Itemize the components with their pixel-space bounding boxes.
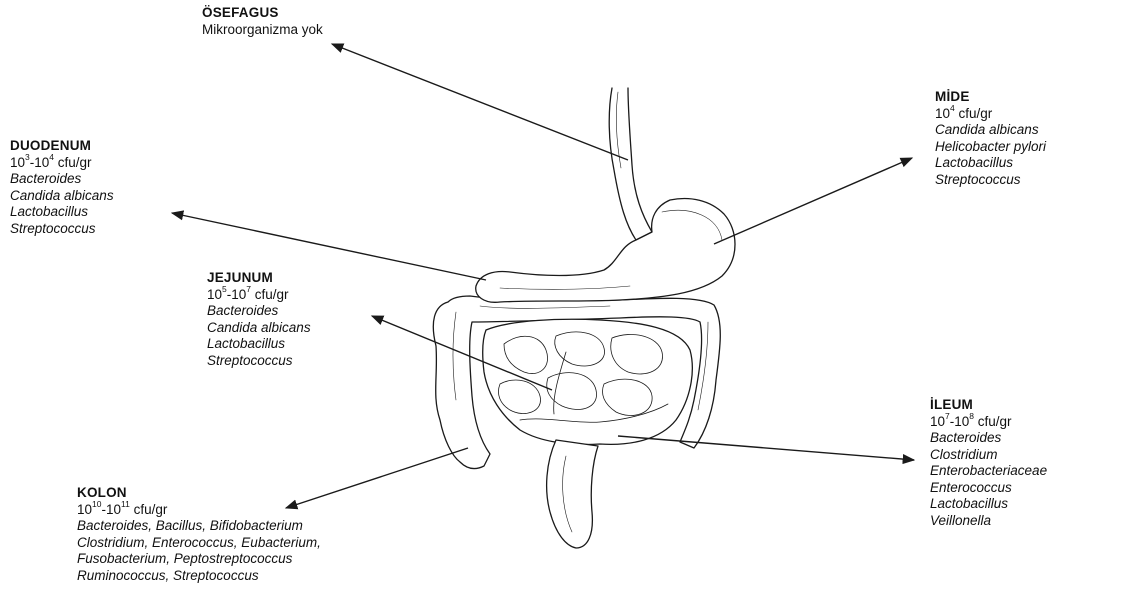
- arrow-stomach: [714, 158, 912, 244]
- esophagus-label: ÖSEFAGUS Mikroorganizma yok: [202, 5, 323, 38]
- organism-list-item: Bacteroides: [207, 303, 311, 320]
- organism-list-item: Veillonella: [930, 513, 1047, 530]
- ileum-label: İLEUM 107-108 cfu/gr Bacteroides Clostri…: [930, 397, 1047, 529]
- organism-list-item: Lactobacillus: [207, 336, 311, 353]
- stomach-shape: [476, 199, 735, 303]
- organism-list-item: Candida albicans: [207, 320, 311, 337]
- organism-list-item: Lactobacillus: [930, 496, 1047, 513]
- arrow-ileum: [618, 436, 914, 460]
- colon-label: KOLON 1010-1011 cfu/gr Bacteroides, Baci…: [77, 485, 321, 584]
- organism-list-item: Lactobacillus: [10, 204, 114, 221]
- small-intestine-shape: [483, 319, 693, 444]
- ileum-count: 107-108 cfu/gr: [930, 414, 1047, 431]
- organism-list-item: Ruminococcus, Streptococcus: [77, 568, 321, 585]
- duodenum-label: DUODENUM 103-104 cfu/gr Bacteroides Cand…: [10, 138, 114, 237]
- esophagus-shape: [609, 88, 652, 240]
- organism-list-item: Candida albicans: [935, 122, 1046, 139]
- organism-list-item: Candida albicans: [10, 188, 114, 205]
- organism-list-item: Clostridium, Enterococcus, Eubacterium,: [77, 535, 321, 552]
- esophagus-count: Mikroorganizma yok: [202, 22, 323, 39]
- organism-list-item: Fusobacterium, Peptostreptococcus: [77, 551, 321, 568]
- jejunum-label: JEJUNUM 105-107 cfu/gr Bacteroides Candi…: [207, 270, 311, 369]
- organism-list-item: Helicobacter pylori: [935, 139, 1046, 156]
- organism-list-item: Bacteroides, Bacillus, Bifidobacterium: [77, 518, 321, 535]
- colon-count: 1010-1011 cfu/gr: [77, 502, 321, 519]
- organism-list-item: Streptococcus: [207, 353, 311, 370]
- organism-list-item: Enterobacteriaceae: [930, 463, 1047, 480]
- organism-list-item: Streptococcus: [10, 221, 114, 238]
- stomach-label: MİDE 104 cfu/gr Candida albicans Helicob…: [935, 89, 1046, 188]
- organism-list-item: Bacteroides: [10, 171, 114, 188]
- esophagus-title: ÖSEFAGUS: [202, 5, 323, 22]
- rectum-shape: [547, 440, 598, 548]
- duodenum-count: 103-104 cfu/gr: [10, 155, 114, 172]
- jejunum-count: 105-107 cfu/gr: [207, 287, 311, 304]
- stomach-count: 104 cfu/gr: [935, 106, 1046, 123]
- organism-list-item: Clostridium: [930, 447, 1047, 464]
- arrow-esophagus: [332, 44, 628, 160]
- organism-list-item: Enterococcus: [930, 480, 1047, 497]
- colon-title: KOLON: [77, 485, 321, 502]
- organism-list-item: Streptococcus: [935, 172, 1046, 189]
- organism-list-item: Bacteroides: [930, 430, 1047, 447]
- organism-list-item: Lactobacillus: [935, 155, 1046, 172]
